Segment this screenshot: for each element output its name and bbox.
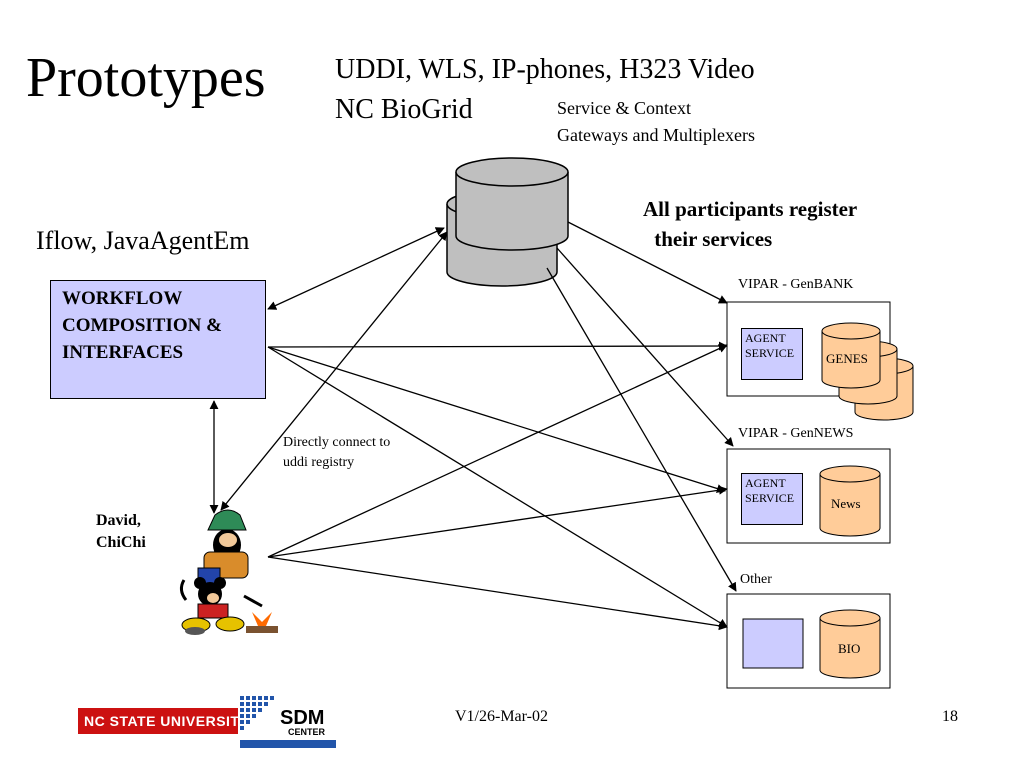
iflow-label: Iflow, JavaAgentEm	[36, 226, 250, 255]
footer-version: V1/26-Mar-02	[455, 708, 548, 725]
gateways-label-line1: Service & Context	[557, 98, 691, 118]
users-label-line2: ChiChi	[96, 534, 146, 551]
workflow-line2: COMPOSITION &	[62, 315, 222, 336]
news-db-label: News	[831, 496, 861, 511]
cartoon-characters-icon	[179, 509, 278, 635]
gennews-agent-line1: AGENT	[745, 476, 786, 490]
subtitle-biogrid: NC BioGrid	[335, 94, 473, 125]
subtitle-protocols: UDDI, WLS, IP-phones, H323 Video	[335, 54, 755, 85]
svg-text:CENTER: CENTER	[288, 727, 326, 737]
bio-db-label: BIO	[838, 641, 861, 656]
gennews-agent-service: AGENT SERVICE	[741, 473, 803, 525]
gennews-label: VIPAR - GenNEWS	[738, 426, 854, 441]
register-label-line1: All participants register	[643, 197, 858, 221]
uddi-note-line2: uddi registry	[283, 455, 355, 470]
genbank-agent-line2: SERVICE	[745, 346, 795, 360]
gennews-agent-line2: SERVICE	[745, 491, 795, 505]
workflow-composition-box: WORKFLOW COMPOSITION & INTERFACES	[50, 280, 266, 399]
users-label-line1: David,	[96, 512, 141, 529]
genbank-agent-line1: AGENT	[745, 331, 786, 345]
other-agent-square	[742, 618, 804, 669]
genes-database-icon	[821, 322, 914, 421]
uddi-note-line1: Directly connect to	[283, 435, 391, 450]
other-label: Other	[740, 572, 772, 587]
svg-text:SDM: SDM	[280, 707, 324, 729]
register-label-line2: their services	[649, 227, 773, 251]
genbank-label: VIPAR - GenBANK	[738, 277, 854, 292]
workflow-line1: WORKFLOW	[62, 288, 183, 309]
registry-database-icon	[446, 157, 569, 287]
sdm-center-logo: SDM CENTER	[240, 696, 336, 748]
ncsu-logo: NC STATE UNIVERSITY	[78, 708, 249, 734]
gateways-label-line2: Gateways and Multiplexers	[557, 125, 755, 145]
bio-database-icon	[819, 609, 881, 679]
connection-arrows	[209, 221, 737, 631]
genbank-agent-service: AGENT SERVICE	[741, 328, 803, 380]
slide-title: Prototypes	[26, 47, 266, 109]
workflow-line3: INTERFACES	[62, 342, 184, 363]
news-database-icon	[819, 465, 881, 537]
genes-db-label: GENES	[826, 351, 868, 366]
footer-page-number: 18	[942, 708, 958, 725]
